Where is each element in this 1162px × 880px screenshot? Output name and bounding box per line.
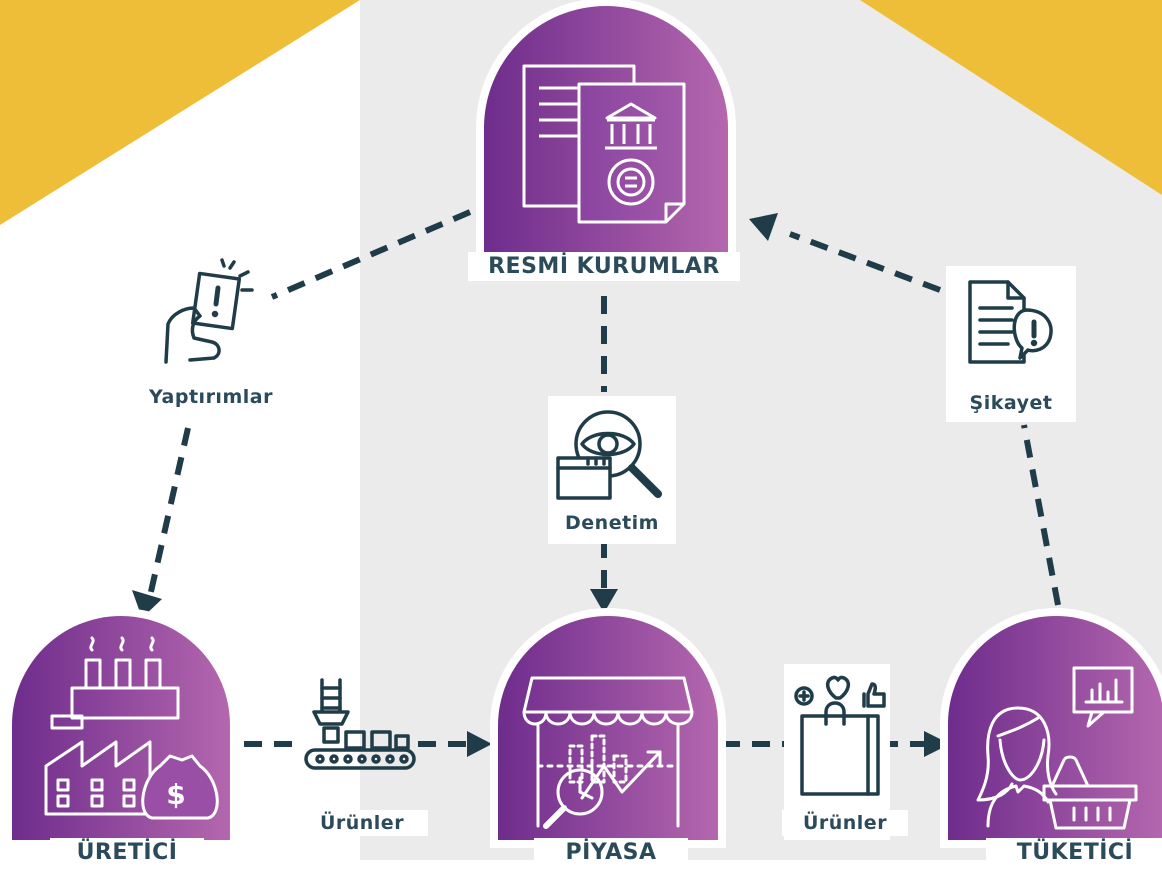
label-resmi-kurumlar: RESMİ KURUMLAR [468, 252, 740, 281]
documents-bank-seal-icon [522, 64, 686, 224]
arrowhead-to-tuketici [924, 731, 950, 757]
hand-warning-card-icon [164, 258, 254, 364]
shopping-bag-icon [794, 675, 886, 796]
arrowhead-to-resmi [749, 213, 778, 241]
label-denetim: Denetim [548, 510, 676, 536]
complaint-document-icon [968, 280, 1053, 364]
label-urunler-1: Ürünler [296, 810, 428, 836]
connector-tuketici-sikayet [1021, 424, 1061, 606]
label-uretici: ÜRETİCİ [50, 838, 204, 867]
arrowhead-to-uretici [132, 590, 162, 618]
yellow-shape-right [860, 0, 1162, 195]
connector-sikayet-resmi [788, 231, 942, 293]
node-piyasa [498, 616, 718, 840]
label-sikayet: Şikayet [946, 390, 1076, 416]
woman-shopping-basket-icon [976, 666, 1138, 830]
node-tuketici [948, 616, 1162, 840]
node-uretici: $ [12, 616, 230, 840]
market-analytics-icon [522, 676, 694, 829]
connector-resmi-yaptirimlar [270, 209, 472, 300]
label-piyasa: PİYASA [534, 838, 688, 867]
label-yaptirimlar: Yaptırımlar [128, 384, 294, 410]
factory-money-bag-icon: $ [44, 636, 219, 820]
conveyor-belt-icon [304, 678, 416, 770]
arrowhead-to-piyasa-right [467, 731, 492, 757]
arrowhead-to-piyasa [590, 589, 618, 613]
connector-yaptirimlar-uretici [147, 427, 191, 597]
label-tuketici: TÜKETİCİ [986, 838, 1162, 867]
inspection-eye-icon [556, 410, 662, 500]
svg-text:$: $ [166, 778, 185, 811]
node-resmi-kurumlar [484, 6, 728, 260]
label-urunler-2: Ürünler [782, 810, 908, 836]
yellow-shape-left [0, 0, 360, 225]
